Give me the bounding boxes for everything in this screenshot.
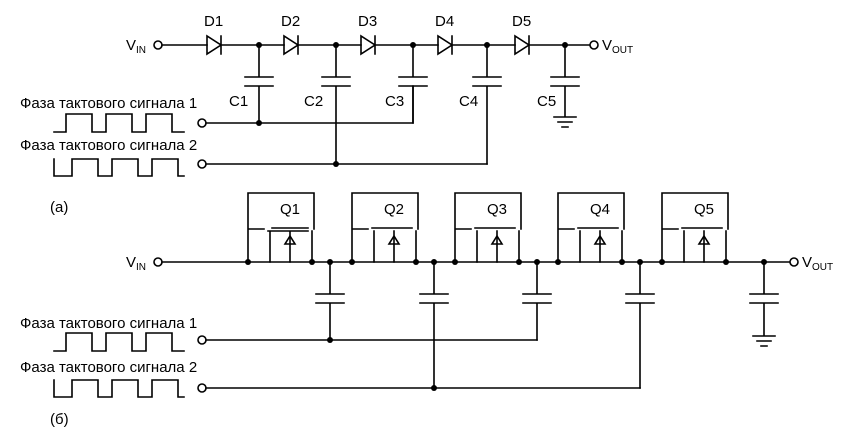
transistor-q1: [245, 192, 315, 265]
diode-label-d3: D3: [358, 13, 377, 30]
vout-label-a: VOUT: [602, 37, 633, 56]
capacitor-c5: [550, 44, 580, 128]
clock-phase-1-label-b: Фаза тактового сигнала 1: [20, 315, 197, 332]
capacitor-c1: [244, 44, 274, 124]
clock-phase-1-waveform-a: [53, 113, 185, 133]
vout-terminal-b: [789, 257, 799, 267]
diode-d3: [360, 34, 377, 56]
vout-terminal-a: [589, 40, 599, 50]
capacitor-label-c2: C2: [304, 93, 323, 110]
capacitor-label-c1: C1: [229, 93, 248, 110]
capacitor-label-c3: C3: [385, 93, 404, 110]
vin-label-a: VIN: [126, 37, 146, 56]
capacitor-label-c4: C4: [459, 93, 478, 110]
transistor-label-q3: Q3: [487, 201, 507, 218]
diode-d4: [437, 34, 454, 56]
clock-phase-2-waveform-a: [53, 158, 185, 177]
vin-terminal-a: [153, 40, 163, 50]
transistor-q2: [349, 192, 419, 265]
clock-phase-2-waveform-b: [53, 379, 185, 398]
clock-phase-1-line-a: [205, 85, 414, 124]
panel-label-b: (б): [50, 411, 69, 428]
transistor-label-q2: Q2: [384, 201, 404, 218]
clock-phase-1-label-a: Фаза тактового сигнала 1: [20, 95, 197, 112]
diode-label-d4: D4: [435, 13, 454, 30]
transistor-label-q5: Q5: [694, 201, 714, 218]
diode-label-d2: D2: [281, 13, 300, 30]
transistor-q3: [452, 192, 522, 265]
diode-label-d5: D5: [512, 13, 531, 30]
diode-label-d1: D1: [204, 13, 223, 30]
diode-d5: [514, 34, 531, 56]
clock-phase-2-label-b: Фаза тактового сигнала 2: [20, 359, 197, 376]
capacitor-c3: [398, 44, 428, 124]
circuit-b: VIN: [20, 192, 833, 428]
capacitor-c2: [321, 44, 351, 165]
vin-label-b: VIN: [126, 254, 146, 273]
capacitor-b2: [419, 261, 449, 389]
transistor-q5: [659, 192, 729, 265]
diode-d2: [283, 34, 300, 56]
panel-label-a: (a): [50, 199, 68, 216]
clock-phase-1-waveform-b: [53, 332, 185, 352]
vout-label-b: VOUT: [802, 254, 833, 273]
transistor-label-q1: Q1: [280, 201, 300, 218]
capacitor-b1: [315, 261, 345, 341]
capacitor-label-c5: C5: [537, 93, 556, 110]
transistor-label-q4: Q4: [590, 201, 610, 218]
capacitor-c4: [472, 44, 502, 165]
capacitor-b5: [749, 261, 779, 347]
vin-terminal-b: [153, 257, 163, 267]
diode-d1: [206, 34, 223, 56]
transistor-q4: [555, 192, 625, 265]
capacitor-b4: [625, 261, 655, 389]
circuit-a: VIN D1 D2 D3 D4 D5 C1 C2 C3 C4 C5: [20, 13, 633, 216]
clock-phase-2-label-a: Фаза тактового сигнала 2: [20, 137, 197, 154]
capacitor-b3: [522, 261, 552, 341]
